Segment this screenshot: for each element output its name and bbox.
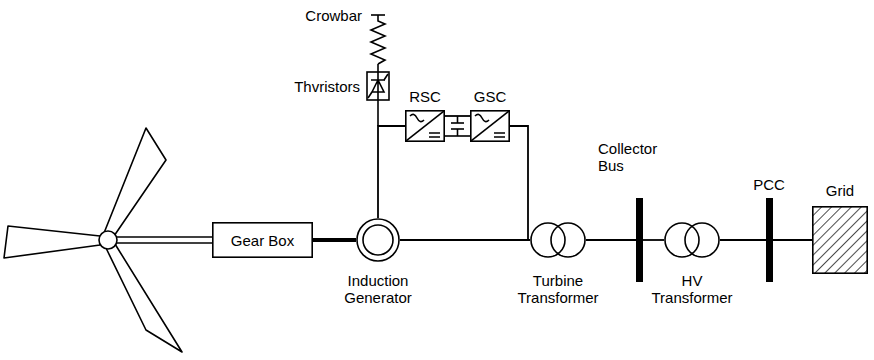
component-label: RSC [395, 88, 455, 105]
induction-generator-outline [356, 218, 400, 262]
capacitor-symbol [457, 129, 459, 136]
collector-bus-outline [636, 198, 643, 282]
grid-side-converter: GSC [470, 110, 510, 142]
turbine-shaft [117, 242, 220, 244]
component-label: Collector Bus [598, 140, 678, 174]
collector-bus: Collector Bus [636, 198, 643, 282]
resistor-symbol [371, 15, 385, 64]
box-label: Gear Box [212, 232, 313, 249]
turbine-blade [104, 128, 166, 236]
turbine-blade [106, 244, 182, 352]
turbine-hub [99, 231, 117, 249]
rotor-side-converter: RSC [405, 110, 445, 142]
crowbar-wire [377, 100, 379, 126]
power-line [510, 126, 530, 240]
power-line [445, 115, 470, 117]
turbine-transformer: Turbine Transformer [530, 222, 586, 258]
power-line [773, 239, 812, 241]
induction-generator: Induction Generator [356, 218, 400, 262]
power-line [586, 239, 636, 241]
drive-shaft [313, 238, 356, 242]
grid-block: Grid [812, 206, 868, 274]
power-line [643, 239, 664, 241]
component-label: Induction Generator [333, 272, 423, 306]
turbine-blade [4, 226, 100, 258]
turbine-shaft [117, 236, 220, 238]
pcc-bus: PCC [766, 198, 773, 282]
turbine-transformer-outline [530, 222, 586, 258]
ground-bar [371, 14, 385, 16]
hv-transformer-outline [664, 222, 720, 258]
capacitor-symbol [451, 122, 464, 124]
thyristor-label: Thvristors [258, 78, 360, 95]
component-label: Grid [812, 182, 868, 199]
grid-block-outline [812, 206, 868, 274]
gear-box: Gear Box [212, 222, 313, 258]
rotor-side-converter-outline [405, 110, 445, 142]
component-label: HV Transformer [647, 272, 737, 306]
power-line [378, 126, 405, 218]
thyristor-symbol [368, 74, 388, 98]
component-label: GSC [460, 88, 520, 105]
power-line [400, 239, 530, 241]
hv-transformer: HV Transformer [664, 222, 720, 258]
thyristor-symbol [367, 72, 389, 100]
crowbar-label: Crowbar [262, 7, 362, 24]
grid-side-converter-outline [470, 110, 510, 142]
component-label: Turbine Transformer [513, 272, 603, 306]
component-label: PCC [744, 176, 794, 193]
crowbar-wire [377, 64, 379, 72]
thyristor-symbol [371, 72, 385, 100]
pcc-bus-outline [766, 198, 773, 282]
capacitor-symbol [457, 116, 459, 123]
power-line [720, 239, 766, 241]
